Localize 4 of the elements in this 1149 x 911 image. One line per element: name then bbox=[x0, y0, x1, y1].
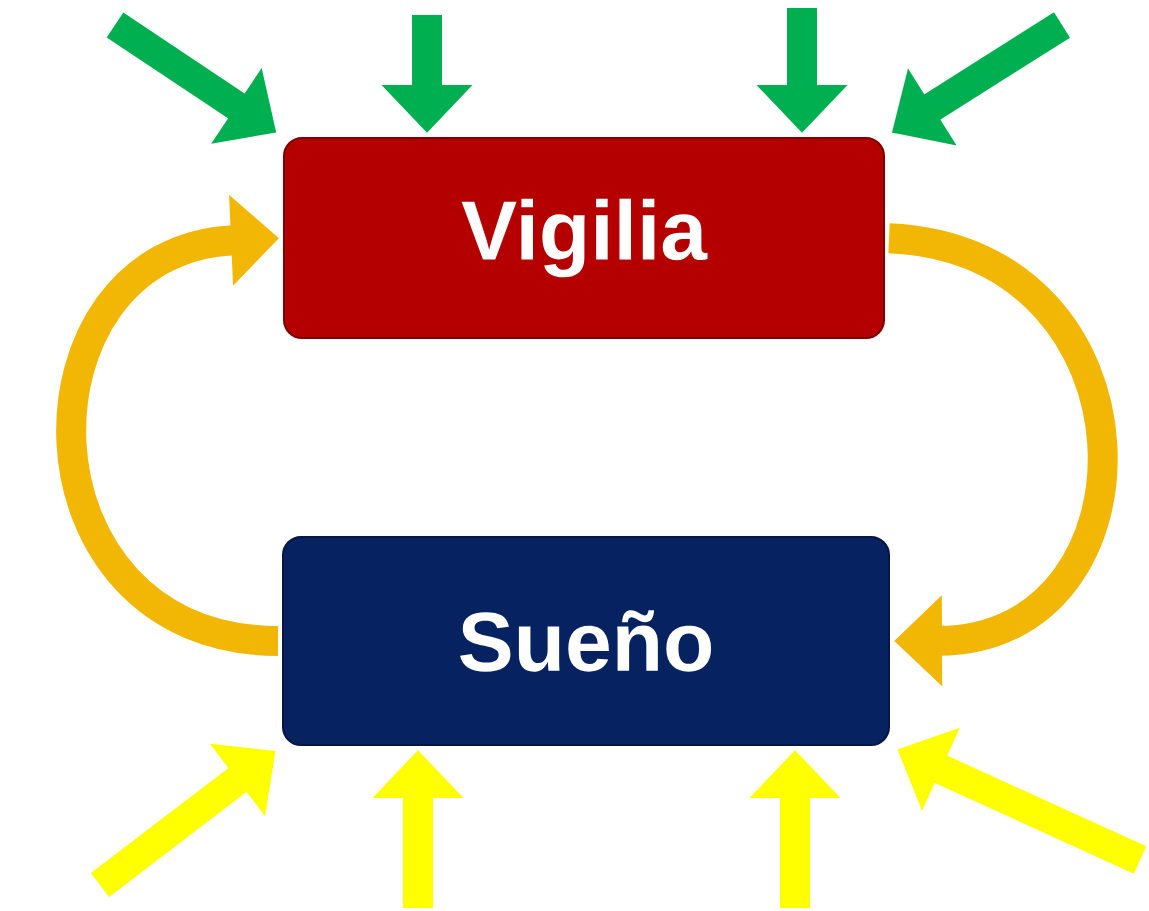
state-box: Sueño bbox=[282, 536, 890, 746]
block-arrow bbox=[56, 194, 280, 656]
block-arrow bbox=[886, 223, 1118, 687]
state-box: Vigilia bbox=[283, 137, 885, 339]
